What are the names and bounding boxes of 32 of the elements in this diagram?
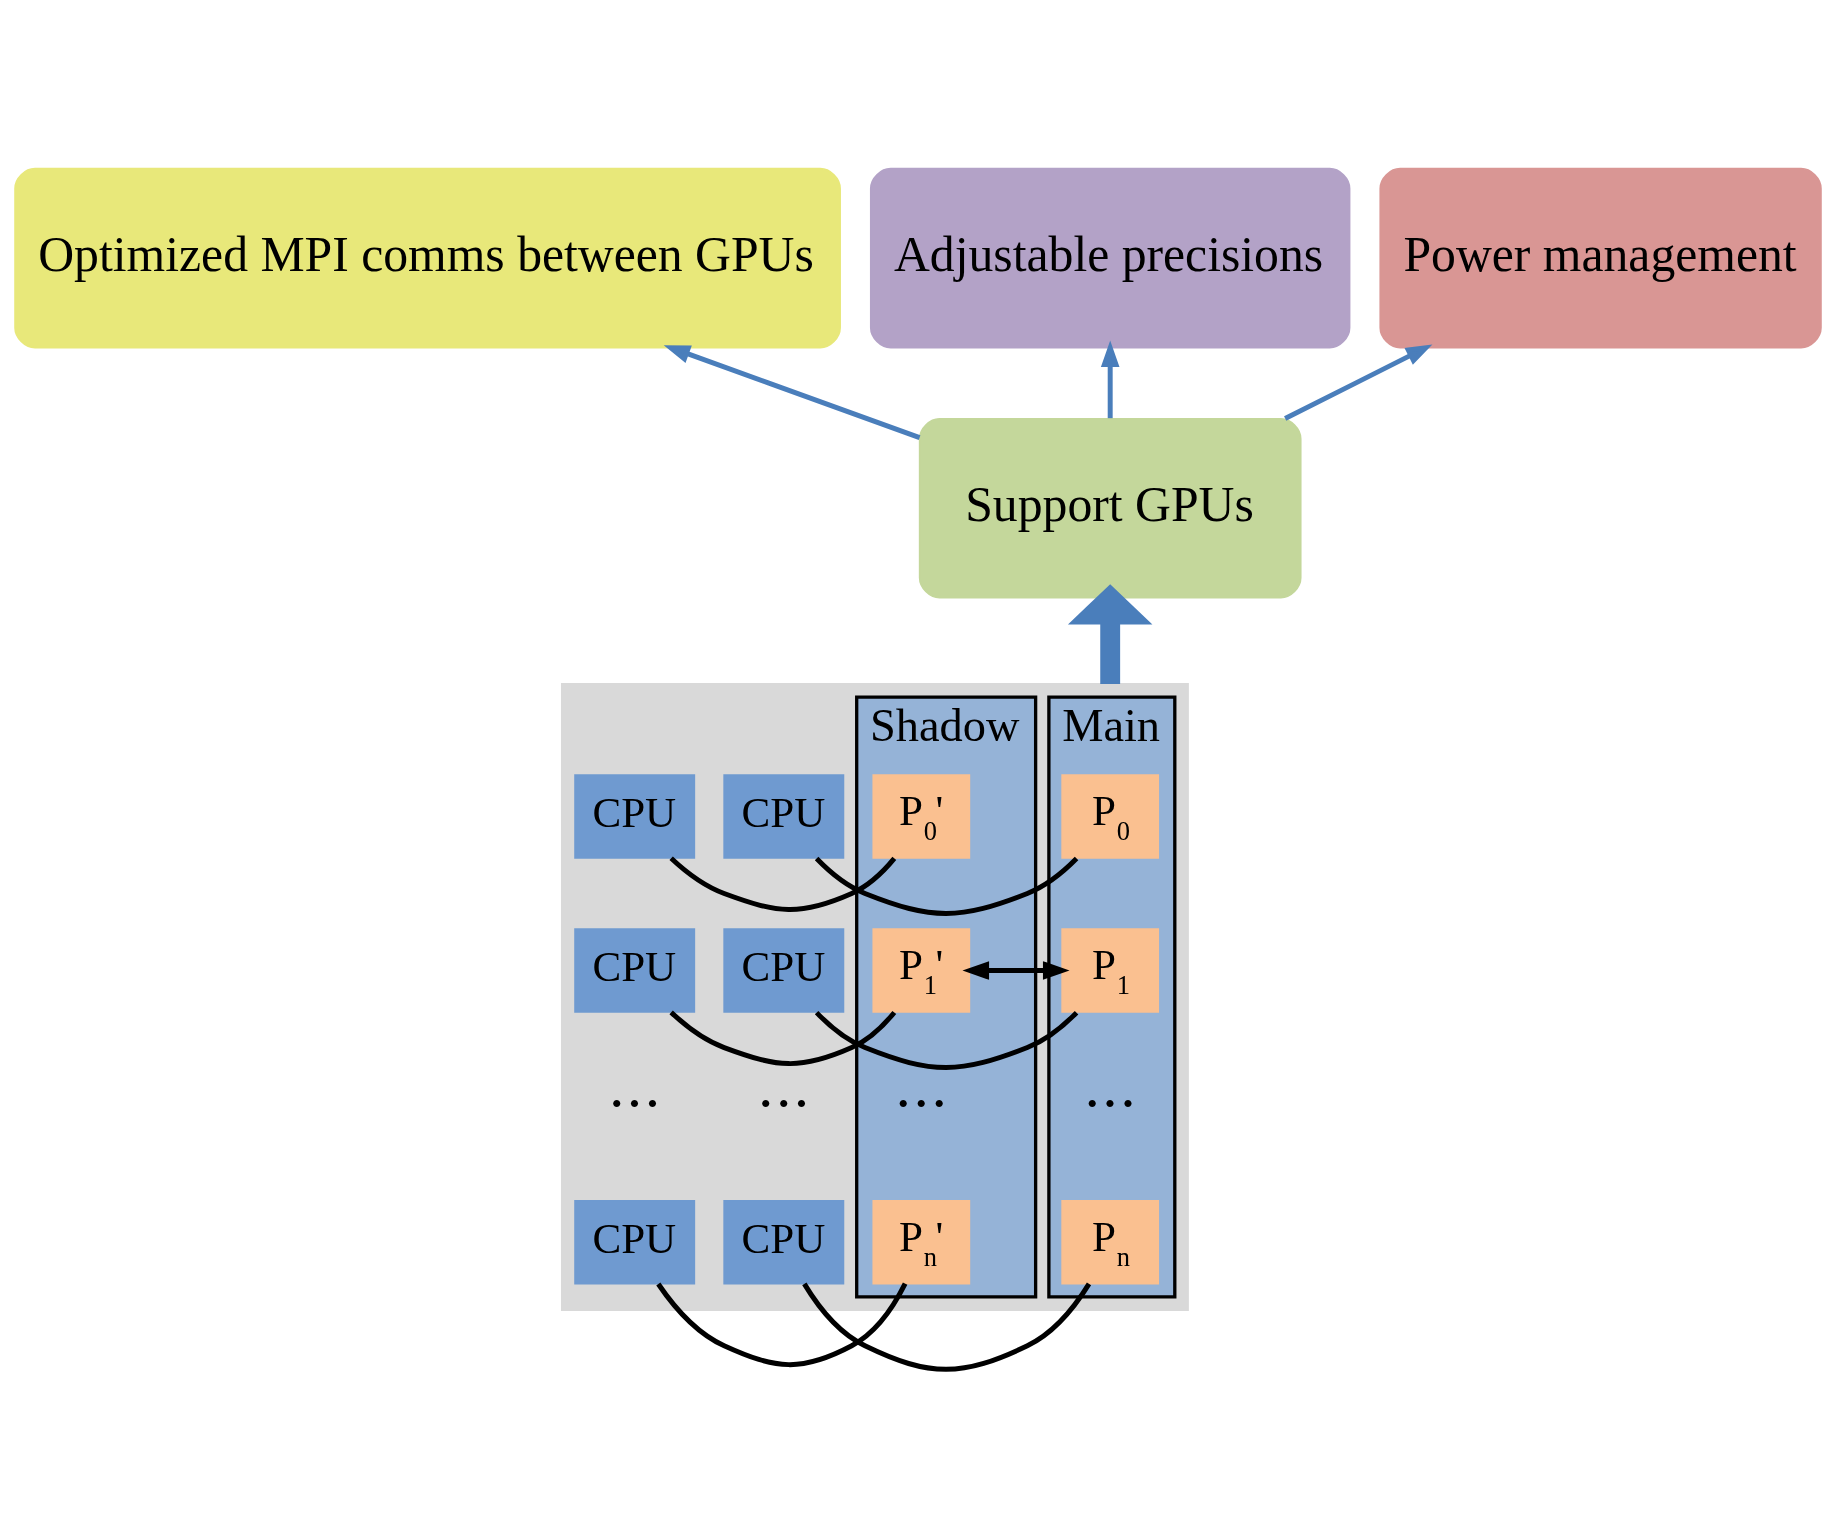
connector — [814, 1010, 1079, 1070]
label: • • • — [898, 1086, 945, 1120]
connector — [802, 1282, 1092, 1372]
node-box: P$_{0}$' — [872, 773, 971, 859]
node-box: P$_{n}$' — [872, 1199, 971, 1284]
node-box: Adjustable precisions — [869, 167, 1351, 348]
node-box: CPU — [574, 927, 696, 1013]
node-box: CPU — [574, 1199, 696, 1284]
label: • • • — [611, 1086, 658, 1120]
connector — [669, 1010, 897, 1066]
cluster — [560, 682, 1189, 1311]
arrow — [1100, 339, 1120, 418]
arrow — [1067, 583, 1153, 684]
node-box: CPU — [723, 773, 845, 859]
node-box: Optimized MPI comms between GPUs — [14, 167, 841, 348]
arrow — [962, 960, 1070, 980]
node-box: CPU — [723, 1199, 845, 1284]
node-box: P$_{1}$ — [1061, 927, 1160, 1013]
connector — [814, 856, 1079, 916]
connector — [656, 1282, 908, 1367]
node-box: Power management — [1379, 167, 1822, 348]
connector — [669, 855, 897, 912]
node-box: P$_{1}$' — [872, 927, 971, 1013]
node-box: Support GPUs — [918, 417, 1302, 599]
label: • • • — [760, 1086, 807, 1120]
node-box: P$_{0}$ — [1061, 773, 1160, 859]
node-box: CPU — [723, 927, 845, 1013]
arrow — [663, 344, 921, 440]
node-box: P$_{n}$ — [1061, 1199, 1160, 1284]
node-box: CPU — [574, 773, 696, 859]
arrow — [1284, 343, 1433, 421]
label: • • • — [1086, 1086, 1134, 1120]
